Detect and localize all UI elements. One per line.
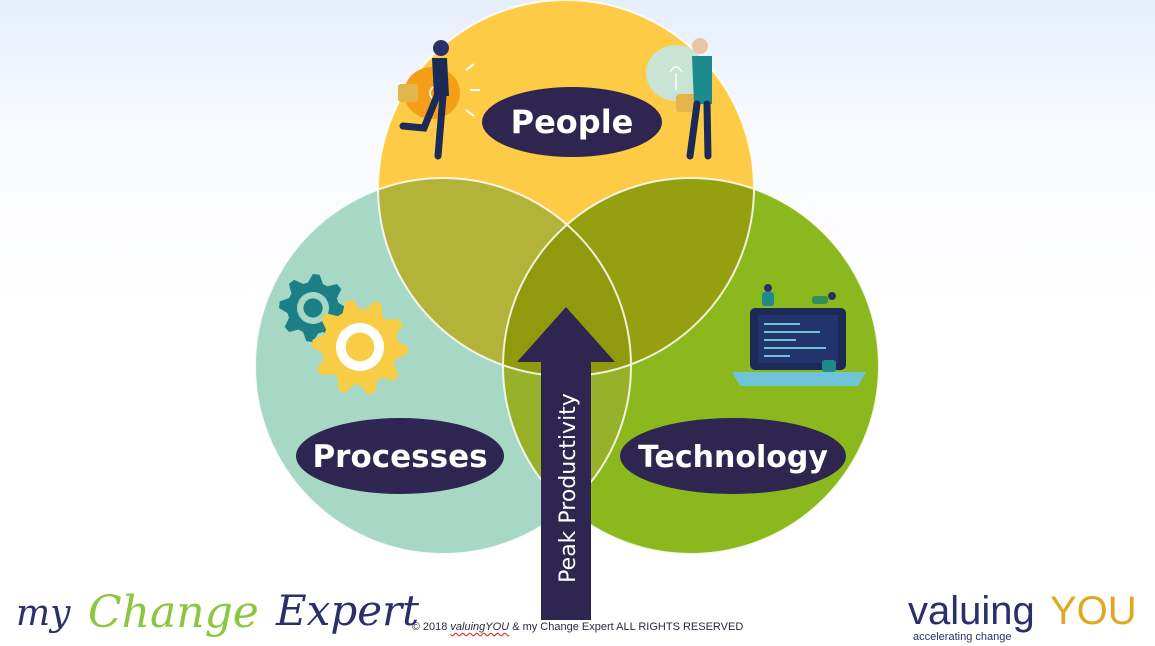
logo-change: Change (88, 587, 259, 638)
gears-icon (279, 274, 408, 395)
people-label-pill: People (482, 87, 662, 157)
processes-label-pill: Processes (296, 418, 504, 494)
logo-valuing: valuing (908, 589, 1035, 633)
lightbulb-person-icon (398, 38, 712, 160)
copyright-suffix: & my Change Expert ALL RIGHTS RESERVED (512, 621, 744, 633)
valuing-you-logo: valuing YOU accelerating change (908, 589, 1137, 643)
overlap-center (503, 178, 631, 376)
technology-label: Technology (638, 440, 828, 475)
logo-tagline: accelerating change (913, 631, 1011, 643)
people-label: People (511, 103, 634, 141)
technology-label-pill: Technology (620, 418, 846, 494)
arrow-label: Peak Productivity (556, 393, 581, 583)
peak-productivity-arrow: Peak Productivity (517, 307, 615, 620)
copyright-footer: © 2018 valuingYOU & my Change Expert ALL… (0, 621, 1155, 633)
processes-label: Processes (312, 439, 487, 475)
copyright-brand: valuingYOU (450, 621, 510, 633)
logo-my: my (16, 593, 71, 634)
laptop-team-icon (732, 284, 866, 386)
copyright-prefix: © 2018 (411, 621, 448, 633)
my-change-expert-logo: my Change Expert (16, 586, 419, 638)
logo-expert: Expert (275, 586, 419, 635)
logo-you: YOU (1050, 589, 1137, 633)
